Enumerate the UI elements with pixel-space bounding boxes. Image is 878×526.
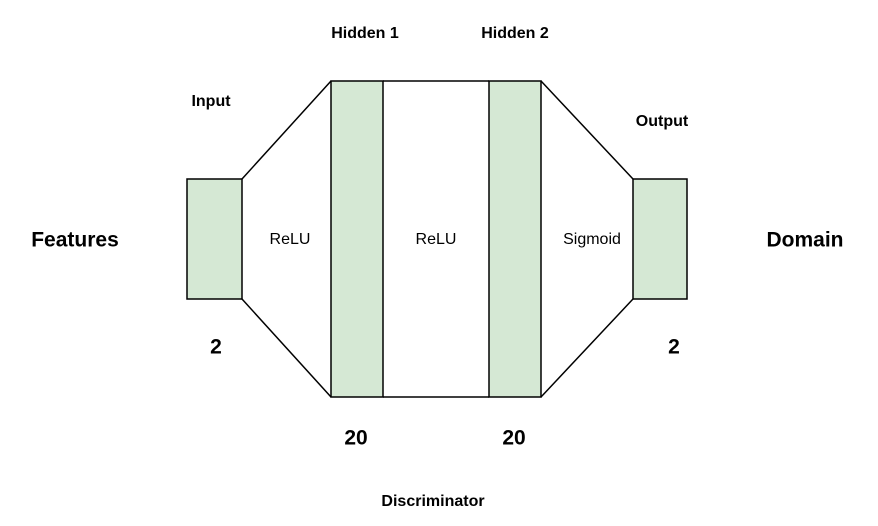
- activation-sigmoid: Sigmoid: [563, 231, 621, 248]
- output-layer-name: Output: [635, 113, 689, 130]
- hidden1-layer-name: Hidden 1: [331, 25, 399, 42]
- activation-relu-2: ReLU: [415, 231, 457, 248]
- domain-label: Domain: [766, 228, 844, 252]
- features-label: Features: [31, 228, 119, 252]
- connector-output-bottom: [540, 298, 634, 398]
- input-layer-box: [186, 178, 243, 300]
- connector-input-bottom: [241, 298, 332, 398]
- hidden2-layer-size: 20: [502, 426, 526, 450]
- connector-input-top: [241, 80, 332, 180]
- hidden1-layer-box: [330, 80, 384, 398]
- hidden2-layer-box: [488, 80, 542, 398]
- hidden2-layer-name: Hidden 2: [481, 25, 549, 42]
- output-layer-box: [632, 178, 688, 300]
- input-layer-name: Input: [191, 93, 231, 110]
- connector-output-top: [540, 80, 634, 180]
- hidden1-layer-size: 20: [344, 426, 368, 450]
- diagram-caption: Discriminator: [381, 493, 485, 510]
- activation-relu-1: ReLU: [269, 231, 311, 248]
- output-layer-size: 2: [668, 335, 680, 359]
- input-layer-size: 2: [210, 335, 222, 359]
